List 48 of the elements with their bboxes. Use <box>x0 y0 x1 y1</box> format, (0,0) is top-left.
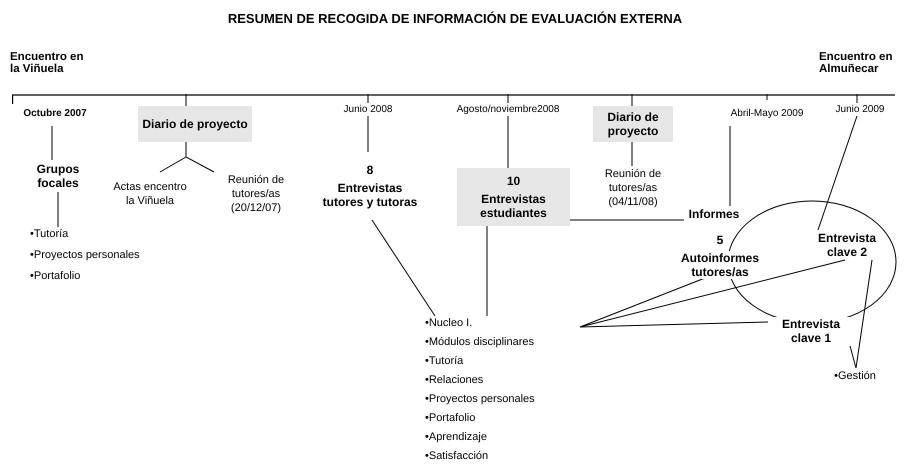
activity-text: Reunión de tutores/as (04/11/08) <box>586 166 680 210</box>
bullet-item: •Proyectos personales <box>30 248 140 263</box>
date-label: Octubre 2007 <box>22 100 88 126</box>
highlight-box <box>593 106 673 142</box>
connector-line <box>856 260 872 368</box>
bullet-item: •Módulos disciplinares <box>425 335 534 350</box>
endpoint-label: Encuentro en la Viñuela <box>10 51 84 75</box>
connector-line <box>580 322 768 328</box>
endpoint-label: Encuentro en Almuñecar <box>819 51 894 75</box>
highlight-box <box>457 168 570 226</box>
group-heading: Entrevistas tutores y tutoras <box>322 181 418 209</box>
connector-line <box>372 220 436 316</box>
timeline <box>12 94 895 104</box>
bullet-item: •Portafolio <box>425 411 476 426</box>
bullet-item: •Gestión <box>825 368 885 384</box>
box-title: Diario de proyecto <box>606 110 660 138</box>
group-heading: Grupos focales <box>22 160 94 192</box>
connector-line <box>818 116 858 230</box>
bullet-item: •Nucleo I. <box>425 316 472 331</box>
bullet-item: •Tutoría <box>30 227 68 242</box>
connector-line <box>766 94 768 100</box>
bullet-item: •Proyectos personales <box>425 392 535 407</box>
bullet-item: •Tutoría <box>425 354 464 369</box>
bullet-item: •Aprendizaje <box>425 430 487 445</box>
date-label: Junio 2008 <box>330 103 406 116</box>
connector-line <box>580 278 706 328</box>
bullet-item: •Portafolio <box>30 269 80 284</box>
connector-line <box>186 142 214 172</box>
box-title: Diario de proyecto <box>142 117 248 131</box>
activity-text: Actas encentro la Viñuela <box>108 172 192 216</box>
activity-text: Reunión de tutores/as (20/12/07) <box>208 172 304 216</box>
date-label: Junio 2009 <box>824 103 896 116</box>
group-heading: Entrevistas estudiantes <box>479 192 548 220</box>
date-label: Agosto/noviembre2008 <box>434 103 582 116</box>
connector-line <box>580 260 846 328</box>
count-number: 10 <box>506 174 520 188</box>
connector-line <box>486 226 488 316</box>
connector-line <box>850 346 856 368</box>
bullet-item: •Relaciones <box>425 373 484 388</box>
group-heading: Entrevista clave 2 <box>806 230 888 260</box>
connector-line <box>856 94 858 104</box>
group-heading: Informes <box>684 206 744 222</box>
highlight-box <box>138 106 252 142</box>
count-number: 8 <box>366 163 374 177</box>
diagram-title: RESUMEN DE RECOGIDA DE INFORMACIÓN DE EVALUACIÓN EXTERNA <box>226 11 684 27</box>
bullet-item: •Satisfacción <box>425 449 488 464</box>
count-number: 5 <box>716 233 724 247</box>
date-label: Abril-Mayo 2009 <box>728 100 806 126</box>
